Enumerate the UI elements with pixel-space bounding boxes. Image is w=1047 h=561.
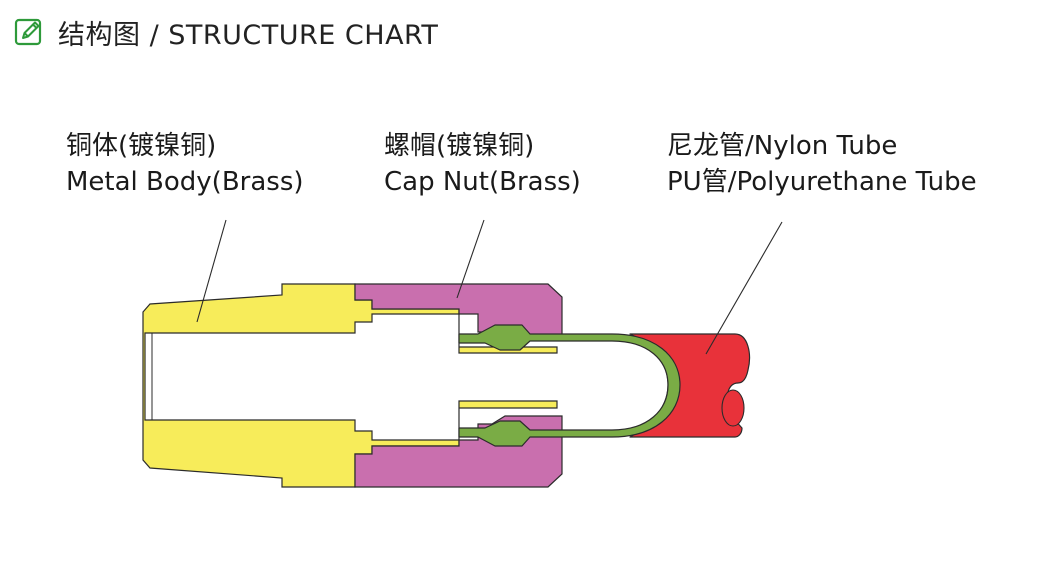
label-metal-body-en: Metal Body(Brass): [66, 167, 304, 197]
leader-line-cap-nut: [456, 219, 485, 299]
label-cap-nut-cn: 螺帽(镀镍铜): [384, 131, 535, 161]
pencil-edit-icon: [14, 18, 42, 46]
leader-line-tube: [705, 221, 783, 355]
label-tube-pu: PU管/Polyurethane Tube: [667, 167, 977, 197]
label-metal-body: 铜体(镀镍铜) Metal Body(Brass): [66, 128, 304, 200]
label-metal-body-cn: 铜体(镀镍铜): [66, 131, 217, 161]
tube-end-edge: [721, 389, 745, 427]
page-title: 结构图 / STRUCTURE CHART: [58, 19, 439, 51]
leader-line-body: [196, 219, 227, 323]
collet: [458, 324, 681, 447]
label-cap-nut-en: Cap Nut(Brass): [384, 167, 581, 197]
header: 结构图 / STRUCTURE CHART: [14, 14, 439, 51]
label-tube: 尼龙管/Nylon Tube PU管/Polyurethane Tube: [667, 128, 977, 200]
label-tube-nylon: 尼龙管/Nylon Tube: [667, 131, 898, 161]
label-cap-nut: 螺帽(镀镍铜) Cap Nut(Brass): [384, 128, 581, 200]
